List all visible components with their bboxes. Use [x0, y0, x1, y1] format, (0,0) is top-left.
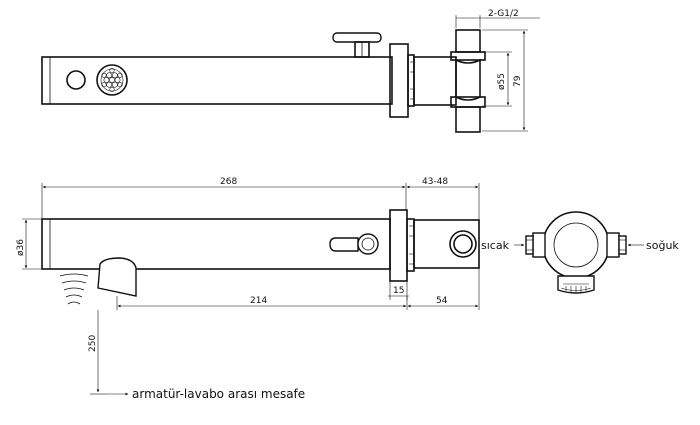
dim-basin-distance: 250 armatür-lavabo arası mesafe — [88, 310, 305, 401]
aerator-icon — [96, 64, 128, 96]
spout-reach-label: 214 — [250, 296, 267, 306]
inlet-round-front — [449, 230, 477, 258]
hot-label: sıcak — [481, 239, 510, 252]
lever-handle-top — [332, 32, 382, 58]
front-view: 268 43-48 ø36 — [16, 177, 480, 401]
valve-body-front — [413, 219, 480, 269]
top-view: 2-G1/2 ø55 79 — [41, 9, 540, 133]
inlet-connectors-top — [450, 29, 486, 133]
flange-depth-label: 15 — [393, 286, 404, 296]
wall-range-label: 43-48 — [422, 177, 448, 187]
lever-handle-front — [329, 233, 379, 255]
basin-distance-label: 250 — [88, 335, 98, 352]
wall-flange-front — [389, 209, 415, 282]
top-height-label: 79 — [513, 75, 523, 87]
spout-diameter-label: ø36 — [16, 239, 26, 256]
cold-inlet-connector — [606, 232, 627, 258]
dim-spout-length: 268 — [41, 177, 407, 219]
side-body-inner — [553, 222, 599, 268]
cold-label: soğuk — [646, 239, 679, 252]
dim-top-diameter: ø55 — [482, 51, 512, 107]
side-body-outer — [542, 211, 610, 279]
dim-spout-diameter: ø36 — [16, 218, 42, 270]
valve-body-top — [413, 56, 457, 106]
inlet-offset-label: 54 — [436, 296, 448, 306]
dim-wall-range: 43-48 — [406, 177, 480, 220]
top-spout-body — [41, 56, 393, 105]
wall-flange-top — [389, 43, 415, 118]
outlet-nozzle — [97, 257, 137, 297]
side-view: sıcak soğuk — [481, 211, 679, 294]
hot-inlet-connector — [525, 232, 546, 258]
sensor-wave-icon — [59, 273, 89, 305]
top-diameter-label: ø55 — [497, 73, 507, 90]
dim-inlet-offset: 54 — [407, 268, 480, 310]
dim-flange-depth: 15 — [388, 281, 409, 300]
dim-top-thread: 2-G1/2 — [455, 9, 540, 28]
basin-note-label: armatür-lavabo arası mesafe — [132, 387, 305, 401]
dim-spout-reach: 214 — [116, 296, 408, 310]
dim-top-height: 79 — [482, 29, 528, 132]
sensor-icon — [66, 70, 86, 90]
side-aerator — [557, 275, 595, 294]
top-thread-label: 2-G1/2 — [488, 9, 519, 19]
spout-length-label: 268 — [220, 177, 237, 187]
